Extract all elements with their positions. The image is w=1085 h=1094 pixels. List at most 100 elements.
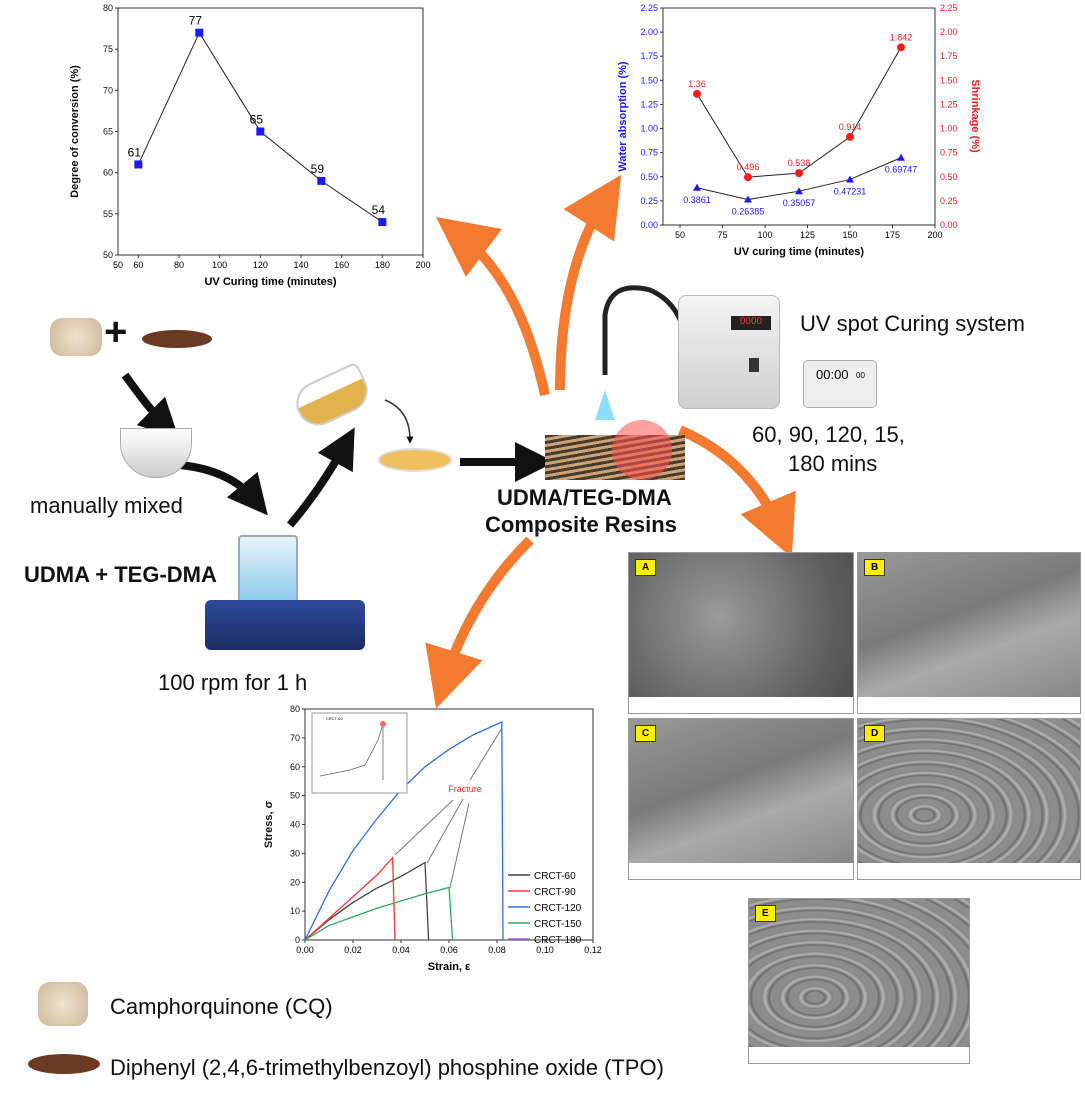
data-label: 0.26385	[732, 207, 765, 217]
fracture-arrow	[449, 802, 470, 889]
arrow-to-absorption-chart	[555, 174, 622, 391]
data-point	[317, 176, 326, 185]
x-tick-label: 0.06	[440, 945, 458, 955]
sem-label: A	[635, 559, 657, 576]
data-point	[256, 127, 265, 136]
right-y-tick-label: 1.75	[940, 51, 958, 61]
y-tick-label: 0.75	[640, 148, 658, 158]
data-point	[846, 132, 854, 141]
uv-spot-highlight	[612, 420, 672, 480]
x-axis-label: UV Curing time (minutes)	[204, 276, 336, 288]
y-tick-label: 0.00	[640, 220, 658, 230]
x-tick-label: 100	[757, 230, 772, 240]
uv-curing-device: 0000	[678, 295, 780, 409]
x-tick-label: 0.08	[488, 945, 506, 955]
y-tick-label: 0.25	[640, 196, 658, 206]
x-tick-label: 50	[113, 260, 123, 270]
arrow-up	[286, 427, 355, 528]
x-tick-label: 120	[253, 260, 268, 270]
sem-image-c: C	[628, 718, 854, 880]
plus-sign: +	[104, 310, 128, 354]
series-line	[304, 861, 430, 941]
arrow-to-stress-chart	[425, 536, 534, 709]
x-tick-label: 50	[675, 230, 685, 240]
y-tick-label: 60	[103, 168, 113, 178]
y-tick-label: 80	[290, 704, 300, 714]
right-y-tick-label: 1.00	[940, 124, 958, 134]
curing-times-line1: 60, 90, 120, 15,	[752, 422, 905, 447]
x-tick-label: 200	[415, 260, 430, 270]
data-label: 1.842	[890, 32, 913, 42]
plot-frame	[117, 7, 424, 256]
data-point	[378, 218, 387, 227]
y-tick-label: 60	[290, 762, 300, 772]
right-y-tick-label: 0.75	[940, 148, 958, 158]
uv-system-label: UV spot Curing system	[800, 311, 1025, 336]
data-point	[744, 195, 752, 203]
arrow-mix	[121, 372, 180, 440]
plot-frame	[662, 7, 936, 226]
fracture-annotation: Fracture	[448, 784, 482, 794]
data-label: 0.914	[839, 122, 862, 132]
data-label: 0.538	[788, 158, 811, 168]
sem-image-d: D	[857, 718, 1081, 880]
x-tick-label: 0.04	[392, 945, 410, 955]
petri-dish-icon	[378, 448, 452, 472]
inset-legend: CRCT-60	[326, 716, 343, 721]
x-tick-label: 150	[842, 230, 857, 240]
legend-label: CRCT-150	[534, 919, 582, 930]
data-point	[897, 43, 905, 52]
right-y-tick-label: 2.00	[940, 27, 958, 37]
y-tick-label: 1.00	[640, 124, 658, 134]
x-tick-label: 60	[133, 260, 143, 270]
cq-powder-icon	[50, 318, 102, 356]
data-point	[795, 169, 803, 178]
monomers-label: UDMA + TEG-DMA	[24, 562, 217, 587]
y-tick-label: 2.00	[640, 27, 658, 37]
y-tick-label: 50	[103, 250, 113, 260]
sem-image-a: A	[628, 552, 854, 714]
hotplate-stirrer-icon	[205, 600, 365, 650]
data-label: 0.35057	[783, 198, 816, 208]
y-axis-label: Water absorption (%)	[617, 61, 629, 172]
x-axis-label: UV curing time (minutes)	[734, 246, 865, 258]
fracture-arrow	[469, 727, 503, 781]
y-axis-label: Degree of conversion (%)	[69, 65, 81, 198]
power-button[interactable]	[749, 358, 759, 372]
sem-label: B	[864, 559, 886, 576]
device-display: 0000	[731, 316, 771, 330]
cq-legend-icon	[38, 982, 88, 1026]
inset-line	[319, 723, 384, 780]
x-tick-label: 200	[927, 230, 942, 240]
x-tick-label: 140	[293, 260, 308, 270]
inset-plot	[311, 712, 408, 794]
cq-legend-label: Camphorquinone (CQ)	[110, 994, 333, 1019]
y-tick-label: 20	[290, 877, 300, 887]
y-axis-label: Stress, σ	[263, 800, 275, 848]
legend-label: CRCT-60	[534, 871, 576, 882]
y-tick-label: 0	[295, 935, 300, 945]
legend-label: CRCT-180	[534, 935, 582, 946]
fracture-arrow	[394, 799, 454, 856]
fracture-arrow	[426, 798, 464, 864]
data-point	[693, 89, 701, 98]
data-label: 1.36	[688, 79, 706, 89]
x-axis-label: Strain, ε	[428, 961, 471, 973]
x-tick-label: 0.00	[296, 945, 314, 955]
legend-label: CRCT-120	[534, 903, 582, 914]
x-tick-label: 0.10	[536, 945, 554, 955]
timer-display-small: 00	[856, 371, 865, 380]
series-line	[137, 31, 383, 223]
timer-display: 00:00	[816, 367, 849, 382]
data-point	[693, 183, 701, 191]
right-y-axis-label: Shrinkage (%)	[969, 79, 980, 153]
data-label: 61	[128, 145, 142, 159]
stirring-label: 100 rpm for 1 h	[158, 670, 308, 695]
inset-fracture-point	[380, 721, 386, 727]
tpo-legend-label: Diphenyl (2,4,6-trimethylbenzoyl) phosph…	[110, 1055, 664, 1080]
right-y-tick-label: 1.50	[940, 75, 958, 85]
x-tick-label: 160	[334, 260, 349, 270]
